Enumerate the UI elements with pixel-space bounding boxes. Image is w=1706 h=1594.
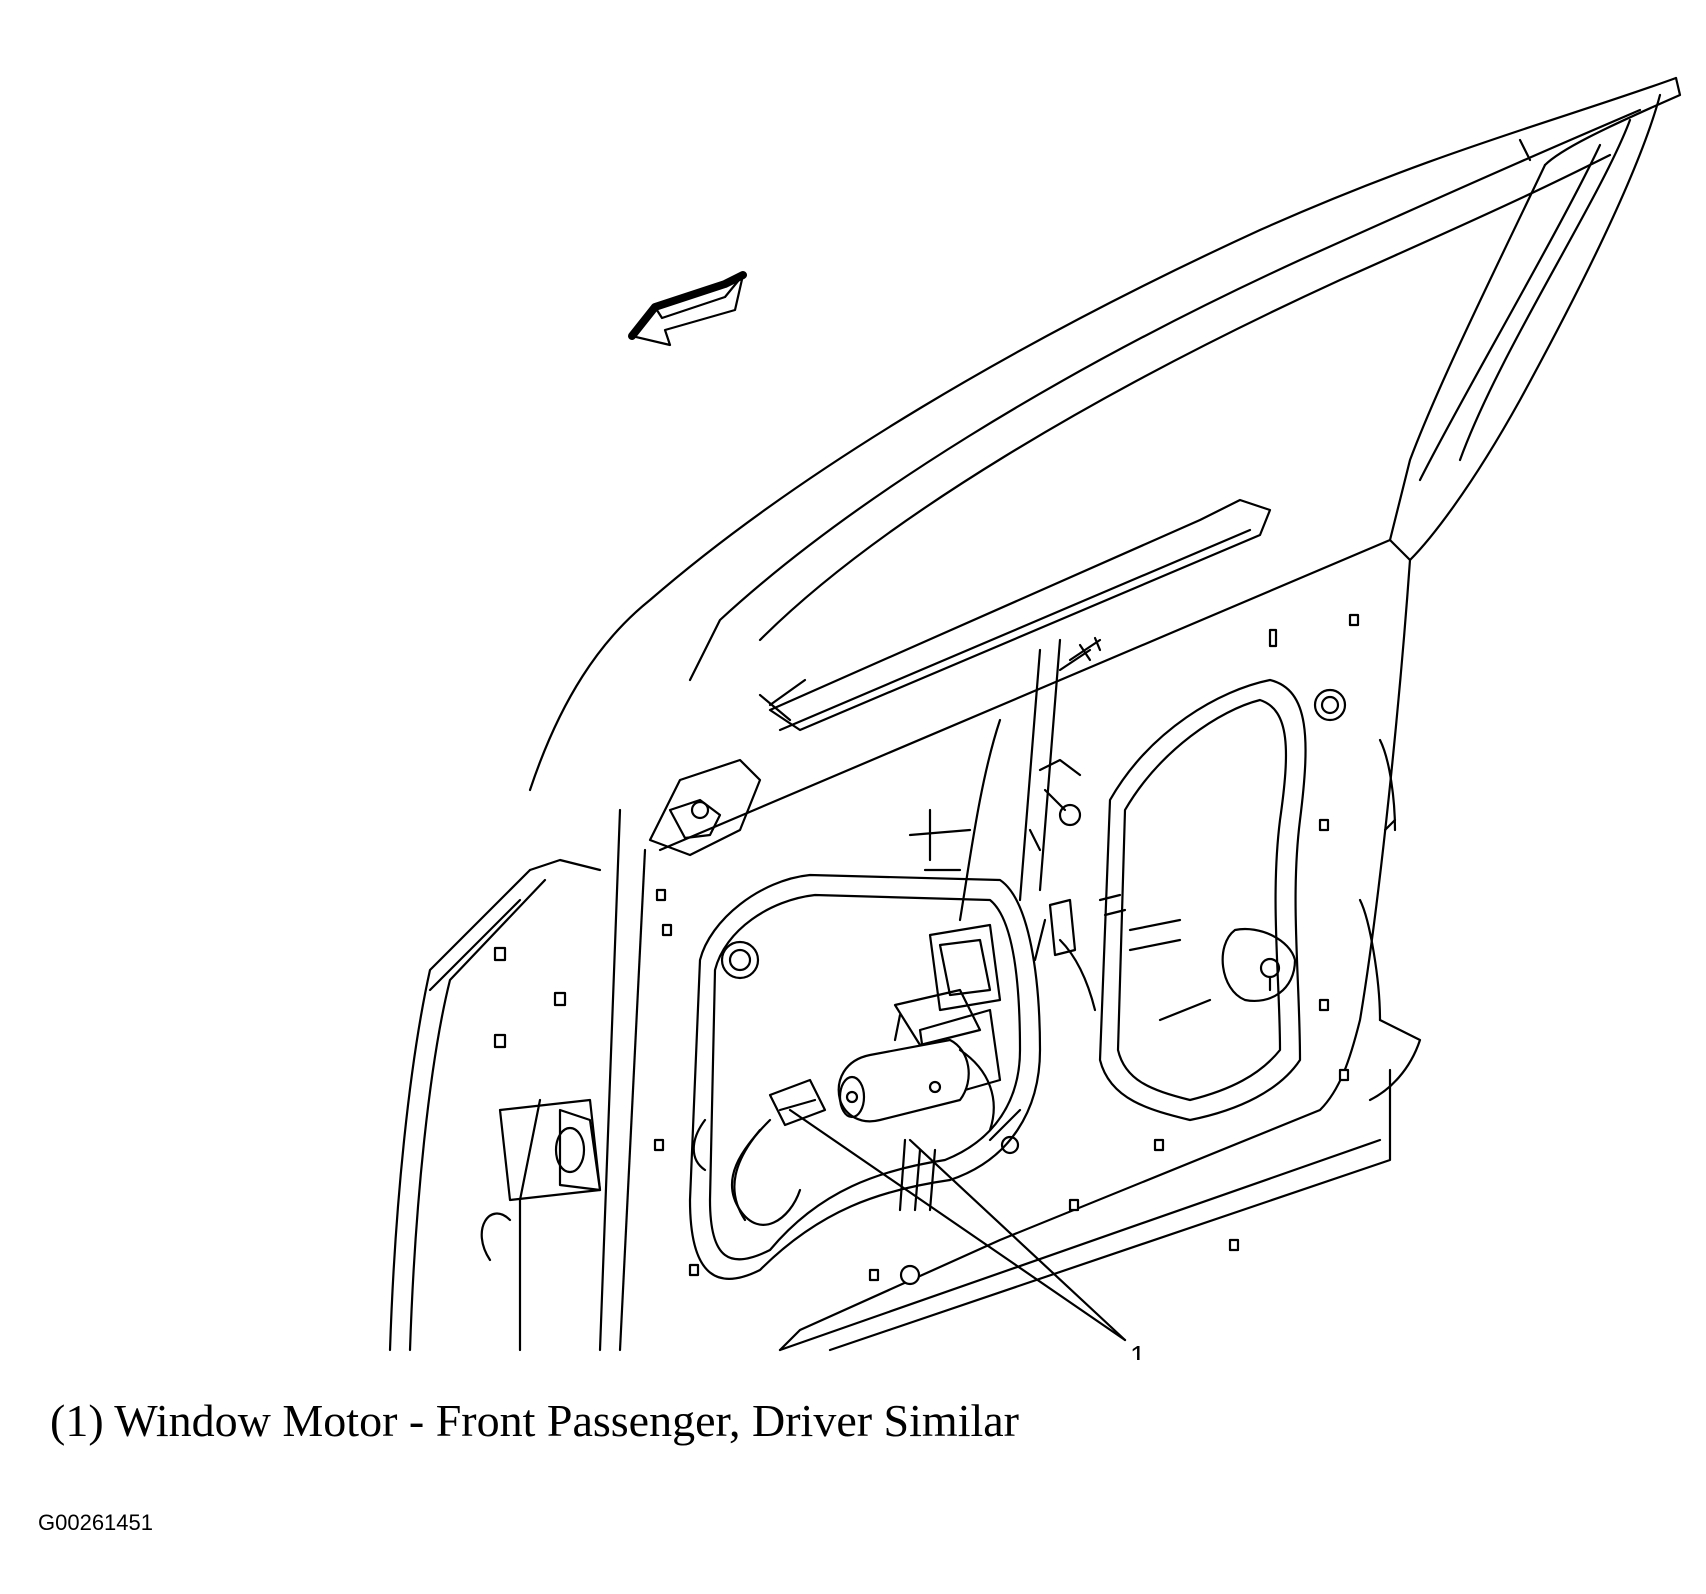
door-diagram: 1 xyxy=(388,76,1682,1360)
callout-leaders xyxy=(788,1108,1127,1342)
access-hole-left xyxy=(688,873,1042,1280)
panel-holes xyxy=(653,613,1360,1286)
access-hole-right xyxy=(1098,678,1347,1122)
window-frame xyxy=(528,76,1682,792)
window-motor xyxy=(837,923,1022,1212)
mirror-mount xyxy=(648,758,762,857)
motor-connector xyxy=(692,1078,827,1226)
figure-id: G00261451 xyxy=(38,1510,153,1535)
window-regulator xyxy=(908,636,1182,1012)
callout-number: 1 xyxy=(1130,1340,1146,1360)
hinge-pillar xyxy=(388,858,602,1352)
forward-arrow-icon xyxy=(628,271,747,347)
door-panel xyxy=(598,538,1422,1352)
figure-caption: (1) Window Motor - Front Passenger, Driv… xyxy=(50,1395,1019,1446)
belt-molding xyxy=(758,498,1272,732)
